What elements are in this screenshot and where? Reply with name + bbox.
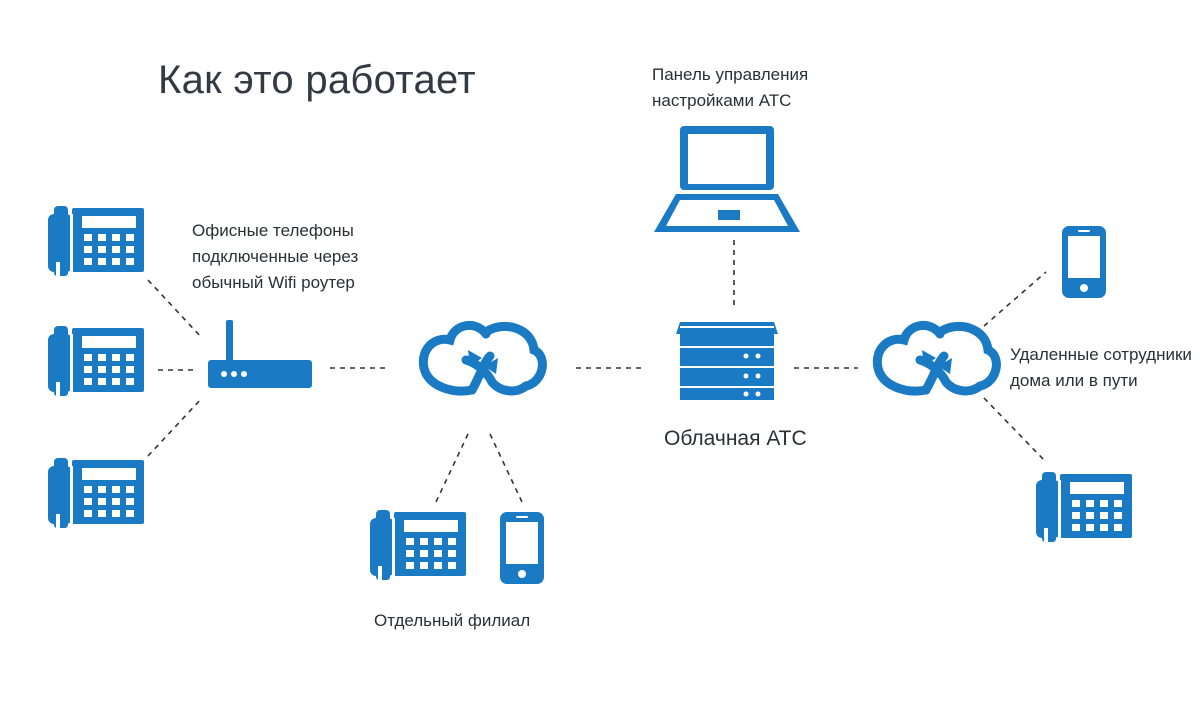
connector-cloud-branch-phone (435, 433, 469, 503)
office-phones-label-line-3: обычный Wifi роутер (192, 273, 355, 292)
cloud-icon (423, 325, 542, 391)
connector-remote-cloud-mobile (983, 271, 1047, 327)
control-panel-label-line-1: Панель управления (652, 65, 809, 84)
cloud-icon (877, 325, 996, 391)
connector-cloud-branch-mobile (489, 433, 523, 503)
control-panel-label-line-2: настройками АТС (652, 91, 792, 110)
server-icon (676, 322, 778, 400)
sync-arrows-icon (468, 350, 498, 374)
page-title: Как это работает (158, 58, 476, 102)
connector-phone1-router (147, 279, 203, 339)
desk-phone-icon (48, 324, 144, 396)
smartphone-icon (500, 512, 544, 584)
desk-phone-icon (1036, 470, 1132, 542)
connector-phone3-router (147, 397, 203, 457)
cloud-pbx-label: Облачная АТС (664, 427, 807, 450)
sync-arrows-icon (922, 350, 952, 374)
office-phones-label-line-1: Офисные телефоны (192, 221, 354, 240)
desk-phone-icon (48, 204, 144, 276)
connector-remote-cloud-phone (983, 397, 1045, 461)
control-panel-label: Панель управления настройками АТС (652, 62, 808, 114)
office-phones-label: Офисные телефоны подключенные через обыч… (192, 218, 358, 296)
branch-label: Отдельный филиал (374, 611, 531, 630)
connector-lines (147, 240, 1047, 503)
remote-staff-label-line-2: дома или в пути (1010, 371, 1138, 390)
smartphone-icon (1062, 226, 1106, 298)
office-phones-label-line-2: подключенные через (192, 247, 359, 266)
router-icon (208, 320, 312, 388)
desk-phone-icon (370, 508, 466, 580)
remote-staff-label-line-1: Удаленные сотрудники (1010, 345, 1192, 364)
desk-phone-icon (48, 456, 144, 528)
remote-staff-label: Удаленные сотрудники дома или в пути (1010, 342, 1192, 394)
laptop-icon (654, 126, 800, 232)
